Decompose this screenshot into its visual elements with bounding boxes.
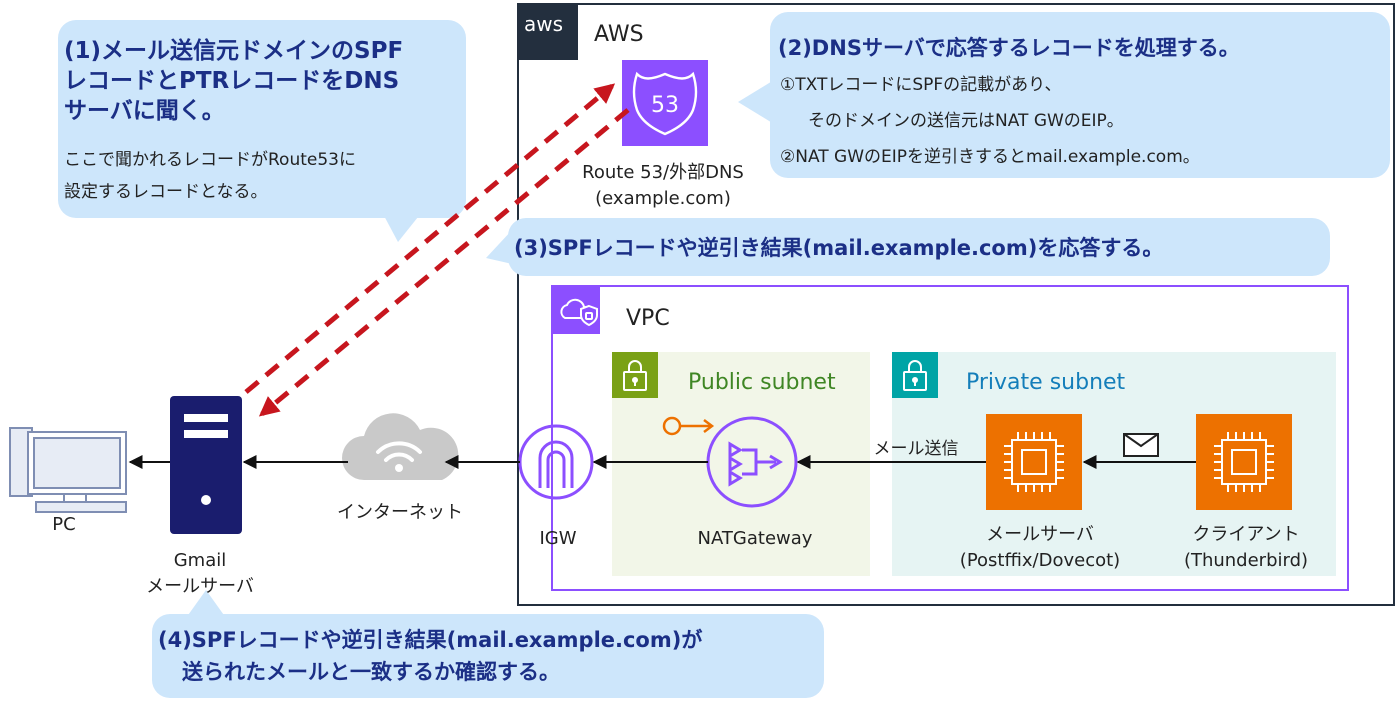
- callout-2-line: そのドメインの送信元はNAT GWのEIP。: [808, 111, 1124, 131]
- callout-3-title: (3)SPFレコードや逆引き結果(mail.example.com)を応答する。: [514, 236, 1164, 260]
- gmail-label: Gmail メールサーバ: [130, 548, 270, 600]
- callout-1: (1)メール送信元ドメインのSPF レコードとPTRレコードをDNS サーバに聞…: [58, 20, 466, 218]
- ec2-icon: [1196, 414, 1292, 510]
- igw-label: IGW: [539, 528, 577, 549]
- callout-2-title: (2)DNSサーバで応答するレコードを処理する。: [778, 36, 1240, 60]
- edge-dns-response: [258, 108, 630, 417]
- nat-label: NATGateway: [697, 528, 813, 549]
- callout-1-title-line: サーバに聞く。: [64, 98, 225, 124]
- route53-label-line: Route 53/外部DNS: [582, 162, 744, 183]
- vpc-label: VPC: [626, 306, 670, 331]
- mail-server-label-line: メールサーバ: [986, 524, 1094, 545]
- igw-icon: [518, 424, 594, 500]
- envelope-icon: [1123, 433, 1159, 457]
- callout-2-line: ②NAT GWのEIPを逆引きするとmail.example.com。: [780, 147, 1200, 167]
- callout-1-body-line: ここで聞かれるレコードがRoute53に: [64, 150, 356, 170]
- gmail-label-line: メールサーバ: [146, 576, 254, 597]
- pc-label: PC: [52, 514, 76, 535]
- edge-dns-query: [244, 83, 616, 394]
- cloud-wifi-icon: [342, 413, 459, 480]
- callout-2-line: ①TXTレコードにSPFの記載があり、: [780, 75, 1062, 95]
- route53-label-line: (example.com): [595, 188, 731, 209]
- internet-label: インターネット: [337, 502, 463, 523]
- callout-4-tail: [186, 590, 226, 618]
- ec2-icon: [986, 414, 1082, 510]
- route53-icon: 53: [622, 60, 708, 146]
- desktop-pc-icon: [9, 427, 127, 513]
- callout-4-title: (4)SPFレコードや逆引き結果(mail.example.com)が 送られた…: [158, 624, 702, 688]
- callout-1-title: (1)メール送信元ドメインのSPF レコードとPTRレコードをDNS サーバに聞…: [64, 36, 403, 126]
- client-label: クライアント (Thunderbird): [1166, 522, 1326, 574]
- callout-4: (4)SPFレコードや逆引き結果(mail.example.com)が 送られた…: [152, 614, 824, 698]
- mail-server-label-line: (Postffix/Dovecot): [959, 550, 1121, 571]
- callout-1-title-line: (1)メール送信元ドメインのSPF: [64, 38, 404, 64]
- aws-label: AWS: [594, 22, 644, 47]
- callout-2-tail: [738, 80, 774, 124]
- nat-gateway-icon: [706, 416, 798, 508]
- callout-1-body: ここで聞かれるレコードがRoute53に 設定するレコードとなる。: [64, 144, 356, 208]
- public-subnet-label: Public subnet: [688, 370, 836, 395]
- svg-text:53: 53: [651, 93, 679, 118]
- private-subnet-label: Private subnet: [966, 370, 1126, 395]
- dns-edges: [244, 83, 630, 417]
- aws-logo: aws: [524, 12, 564, 36]
- server-icon: [170, 396, 242, 534]
- callout-2: (2)DNSサーバで応答するレコードを処理する。 ①TXTレコードにSPFの記載…: [770, 12, 1390, 178]
- callout-1-tail: [382, 212, 422, 242]
- callout-4-title-line: (4)SPFレコードや逆引き結果(mail.example.com)が: [158, 628, 703, 652]
- callout-1-title-line: レコードとPTRレコードをDNS: [64, 68, 400, 94]
- callout-3-tail: [486, 230, 512, 264]
- callout-1-body-line: 設定するレコードとなる。: [64, 182, 268, 202]
- client-label-line: (Thunderbird): [1183, 550, 1309, 571]
- callout-4-title-line: 送られたメールと一致するか確認する。: [182, 660, 560, 684]
- mail-send-label: メール送信: [873, 439, 959, 459]
- gmail-label-line: Gmail: [173, 550, 227, 571]
- callout-3: (3)SPFレコードや逆引き結果(mail.example.com)を応答する。: [508, 218, 1330, 276]
- client-label-line: クライアント: [1192, 524, 1300, 545]
- route53-label: Route 53/外部DNS (example.com): [568, 160, 758, 212]
- mail-server-label: メールサーバ (Postffix/Dovecot): [940, 522, 1140, 574]
- elastic-ip-icon: [662, 416, 715, 436]
